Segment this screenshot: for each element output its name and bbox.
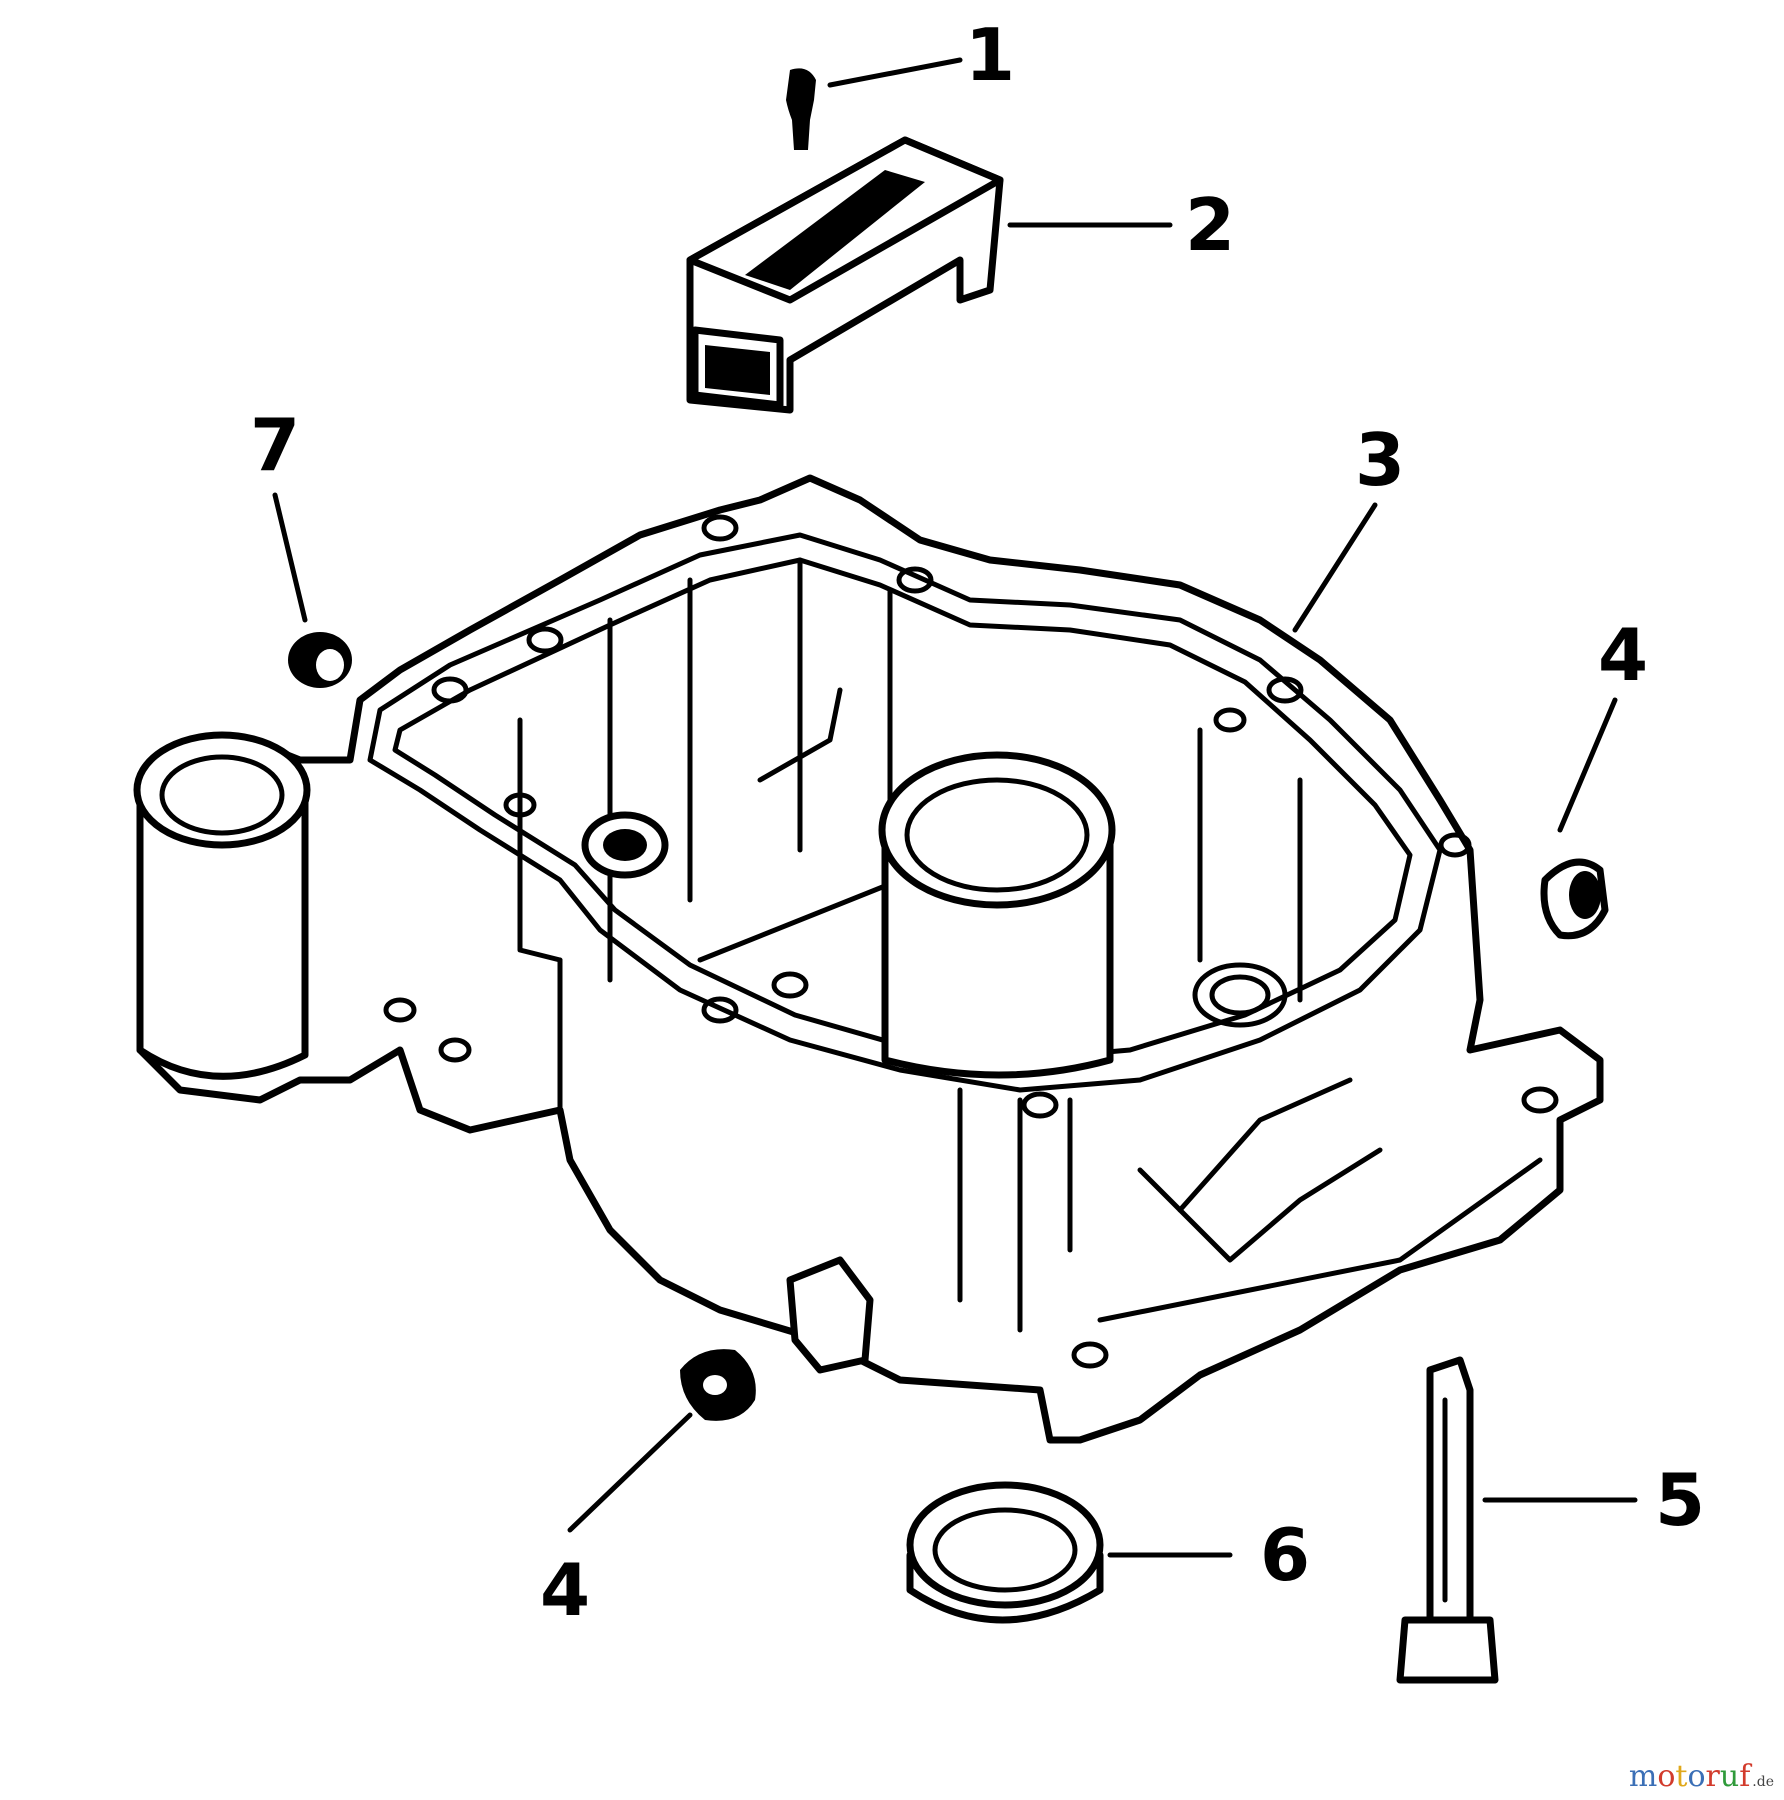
watermark-letter: o: [1687, 1759, 1706, 1794]
part-4-plug-right: [1540, 858, 1609, 940]
watermark-suffix: .de: [1752, 1774, 1774, 1790]
watermark-text: motoruf: [1629, 1759, 1750, 1794]
leader-4-right: [1557, 697, 1618, 833]
watermark-logo: motoruf.de: [1629, 1759, 1774, 1794]
bearing-boss: [878, 751, 1116, 1079]
leader-1: [827, 57, 963, 88]
rim-dowel: [581, 811, 1288, 1028]
callout-5: 5: [1655, 1458, 1705, 1542]
part-7-plug: [288, 632, 352, 688]
rim-bolt-holes: [383, 514, 1559, 1369]
callouts: 1 2 3 4 4 5 6 7: [250, 13, 1705, 1632]
leader-3: [1292, 502, 1378, 633]
callout-2: 2: [1185, 183, 1235, 267]
callout-1: 1: [965, 13, 1015, 97]
part-1-screw: [786, 68, 816, 150]
leader-lines: [272, 57, 1638, 1558]
callout-3: 3: [1355, 418, 1405, 502]
part-3-crankcase: [133, 474, 1604, 1444]
part-6-seal: [906, 1481, 1104, 1624]
watermark-letter: r: [1705, 1759, 1720, 1794]
watermark-letter: o: [1657, 1759, 1676, 1794]
part-2-bracket: [686, 136, 1004, 414]
watermark-letter: m: [1628, 1759, 1658, 1794]
part-5-bolt: [1396, 1356, 1499, 1684]
watermark-letter: f: [1739, 1759, 1751, 1794]
drain-boss: [786, 1256, 874, 1374]
side-boss: [133, 731, 311, 1080]
callout-4-lower: 4: [540, 1548, 590, 1632]
leader-7: [272, 492, 308, 623]
watermark-letter: t: [1675, 1759, 1688, 1794]
callout-6: 6: [1260, 1513, 1310, 1597]
leader-4-lower: [567, 1412, 693, 1533]
watermark-letter: u: [1719, 1759, 1740, 1794]
part-4-plug-lower: [680, 1349, 756, 1421]
callout-4-right: 4: [1598, 613, 1648, 697]
callout-7: 7: [250, 403, 300, 487]
